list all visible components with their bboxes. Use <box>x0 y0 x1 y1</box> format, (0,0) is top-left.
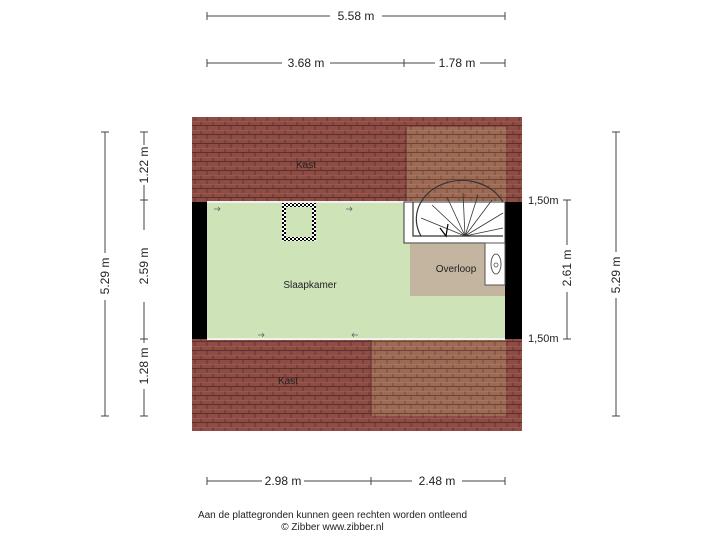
dim-left-total-height: 5.29 m <box>98 258 112 295</box>
headroom-label-top: 1,50m <box>528 195 559 207</box>
wall-left <box>192 202 207 339</box>
roof-bottom-right <box>371 339 506 416</box>
dim-bottom-right-width: 2.48 m <box>419 474 456 488</box>
room-label-overloop: Overloop <box>436 264 477 275</box>
dim-right-middle-height: 2.61 m <box>560 250 574 287</box>
dim-left-middle-height: 2.59 m <box>137 248 151 285</box>
dim-total-width: 5.58 m <box>338 9 375 23</box>
dim-left-bottom-height: 1.28 m <box>137 348 151 385</box>
building-outline <box>192 117 522 431</box>
headroom-label-bottom: 1,50m <box>528 333 559 345</box>
room-label-slaapkamer: Slaapkamer <box>283 280 337 291</box>
dim-left-top-height: 1.22 m <box>137 147 151 184</box>
copyright-text: © Zibber www.zibber.nl <box>281 522 384 533</box>
room-label-kast-top: Kast <box>296 160 316 171</box>
roof-top-right <box>406 127 506 202</box>
room-label-kast-bottom: Kast <box>278 376 298 387</box>
dim-right-total-height: 5.29 m <box>609 257 623 294</box>
kast-top-area <box>207 127 406 202</box>
toilet-icon <box>484 242 506 286</box>
disclaimer-text: Aan de plattegronden kunnen geen rechten… <box>197 510 468 521</box>
wall-right <box>505 202 522 339</box>
dim-top-left-width: 3.68 m <box>288 56 325 70</box>
dimension-lines <box>101 12 620 485</box>
dim-top-right-width: 1.78 m <box>439 56 476 70</box>
dim-bottom-left-width: 2.98 m <box>265 474 302 488</box>
